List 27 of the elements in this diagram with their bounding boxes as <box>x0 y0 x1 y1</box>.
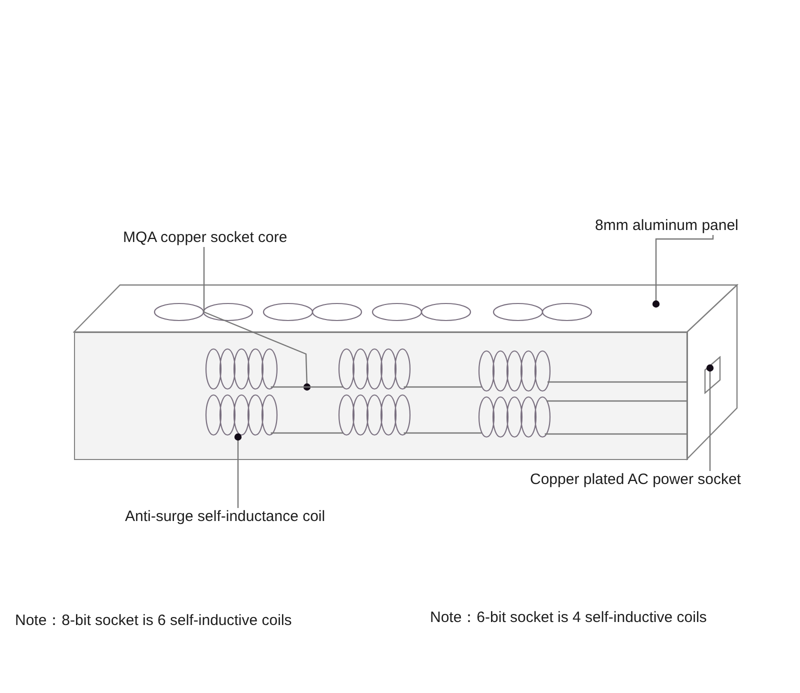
part-label: MQA copper socket core <box>123 229 288 247</box>
part-label: Copper plated AC power socket <box>530 471 741 489</box>
note-text: Note：8-bit socket is 6 self-inductive coils <box>15 612 292 630</box>
coil <box>338 347 412 391</box>
wire <box>548 381 687 383</box>
leader-line <box>652 235 714 308</box>
leader-line <box>203 247 311 391</box>
coil <box>205 347 279 391</box>
front-panel <box>74 332 688 460</box>
top-panel <box>73 284 739 334</box>
part-label: Anti-surge self-inductance coil <box>125 508 326 526</box>
wire <box>270 386 344 388</box>
power-socket <box>704 356 721 394</box>
wire <box>404 386 482 388</box>
wire <box>270 432 344 434</box>
leader-line <box>706 364 714 471</box>
coil <box>338 393 412 437</box>
part-label: 8mm aluminum panel <box>595 217 738 235</box>
wire <box>546 400 687 402</box>
wire <box>404 432 482 434</box>
coil <box>205 393 279 437</box>
leader-line <box>234 433 242 508</box>
wire <box>544 433 687 435</box>
coil <box>478 395 552 439</box>
note-text: Note：6-bit socket is 4 self-inductive coils <box>430 609 707 627</box>
side-panel <box>686 284 738 461</box>
coil <box>478 349 552 393</box>
